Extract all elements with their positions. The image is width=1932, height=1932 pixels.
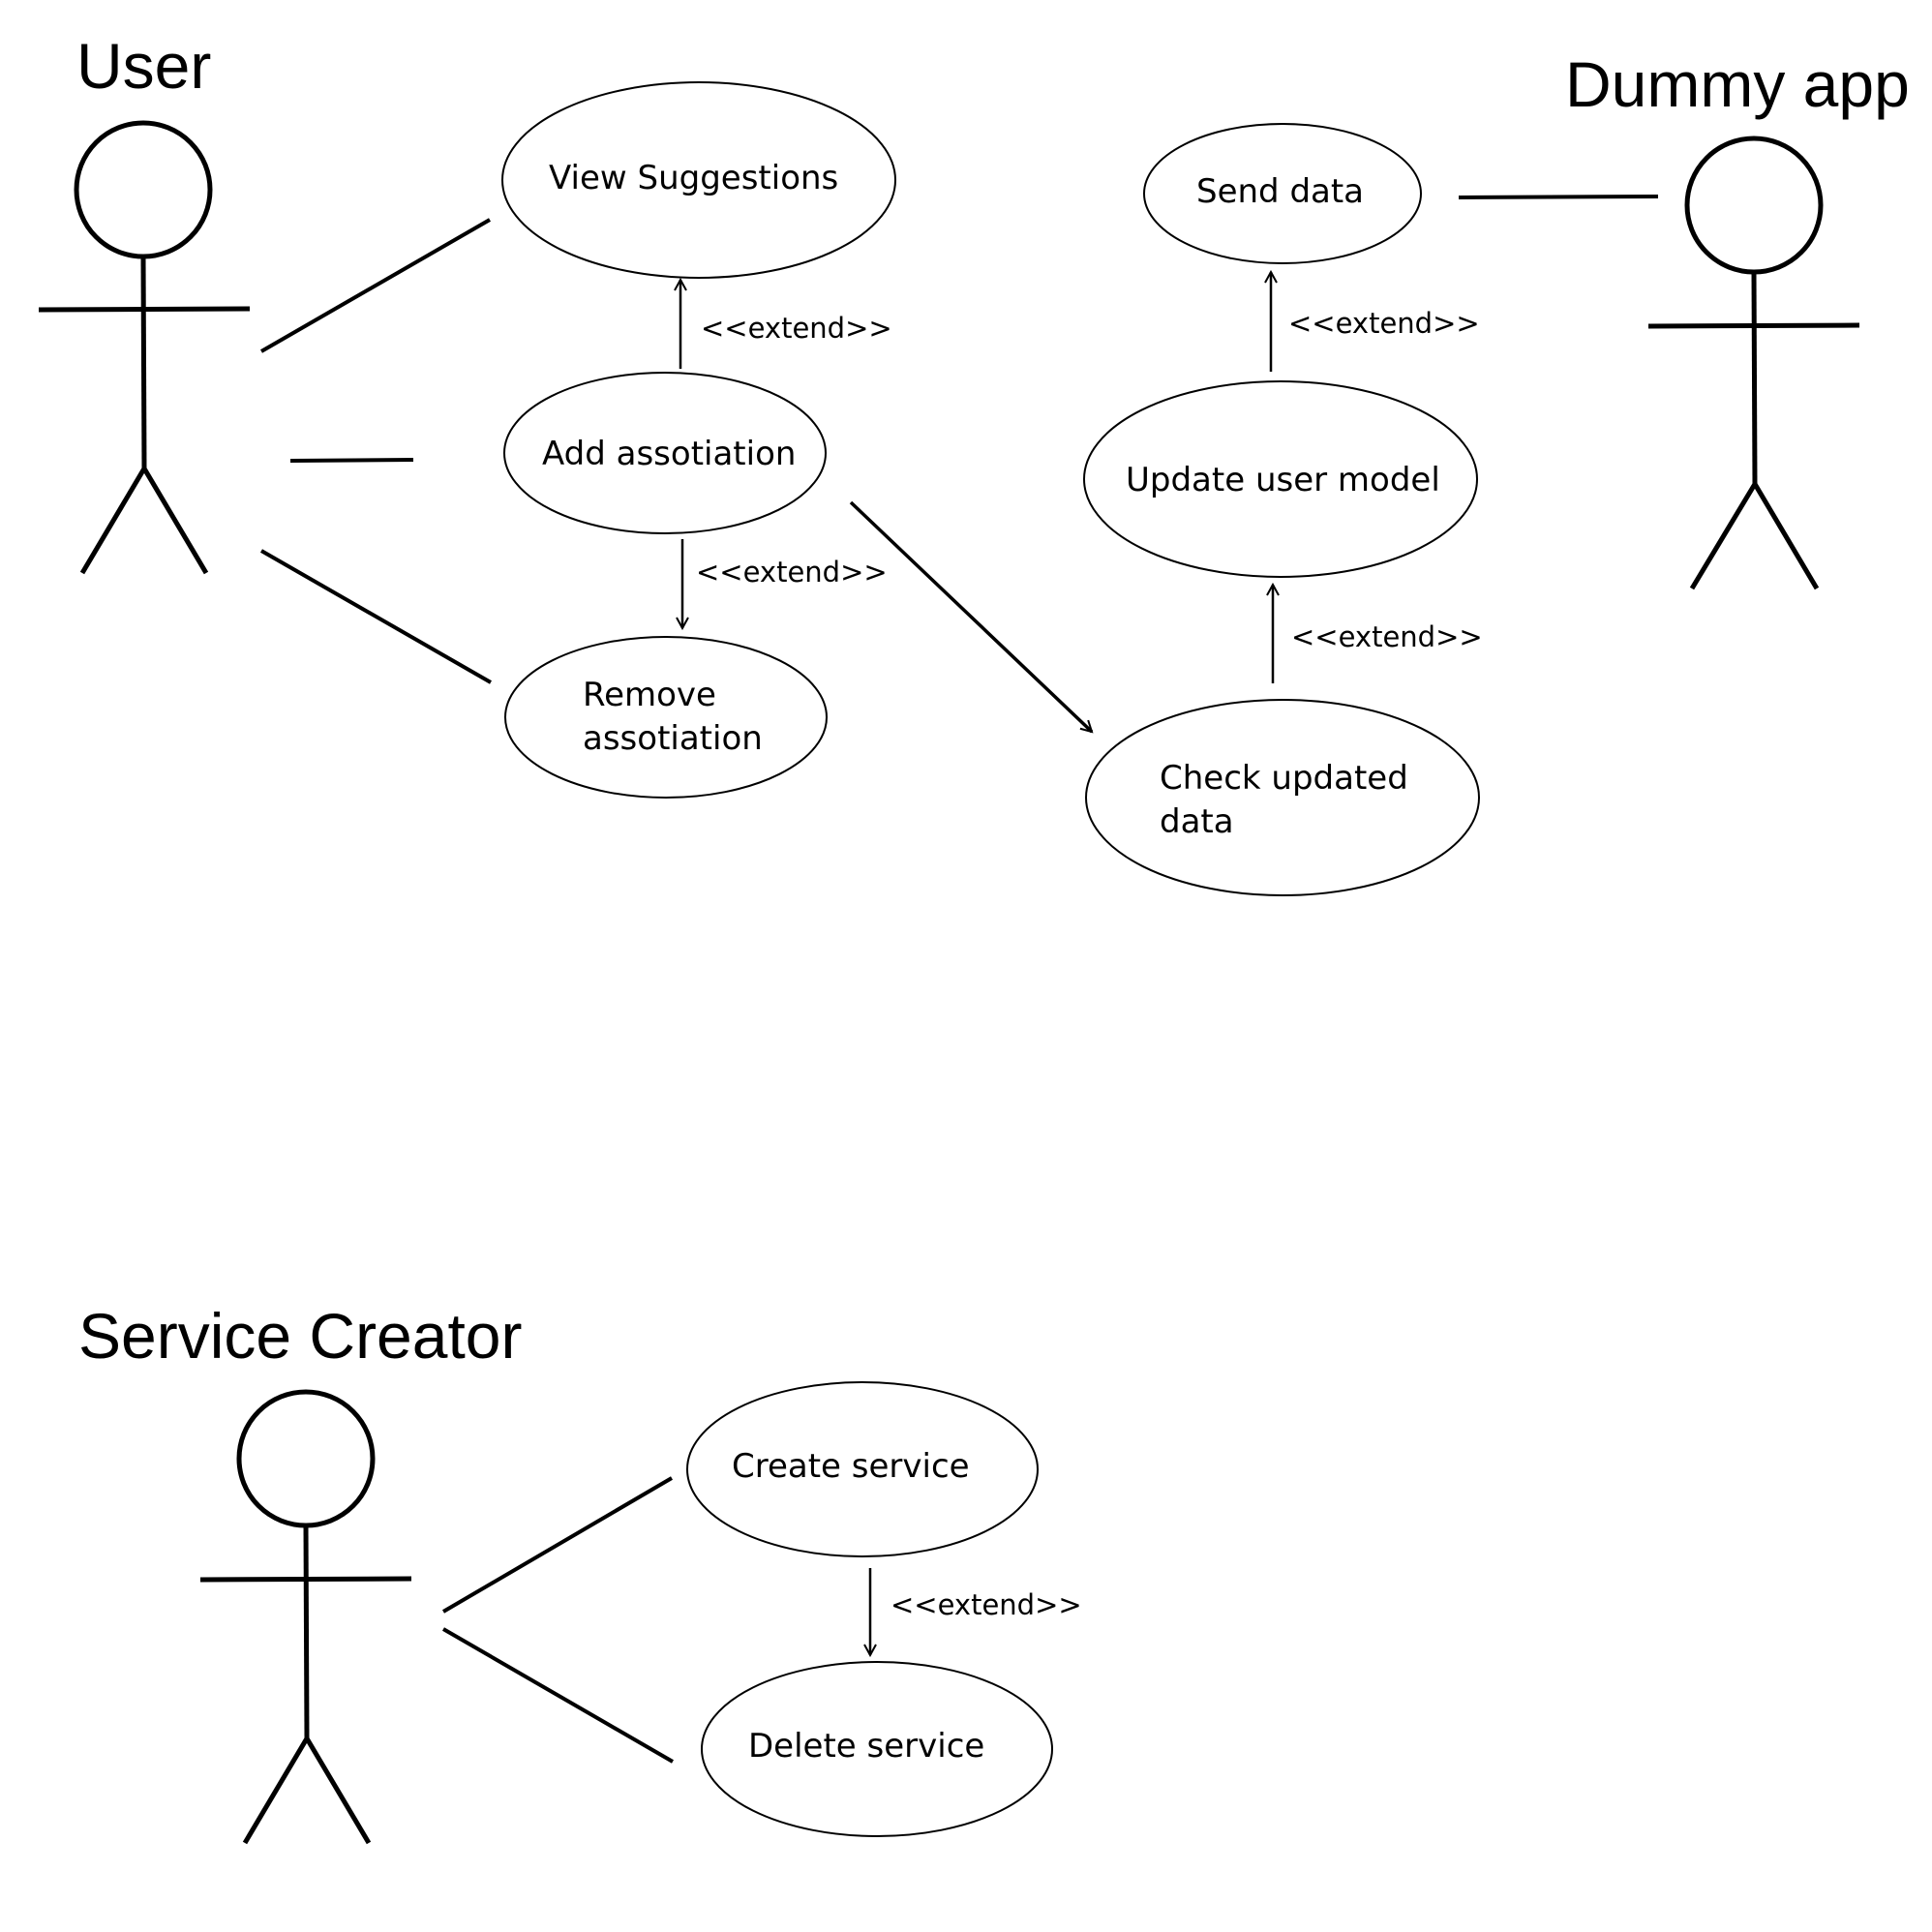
use-case-send-data[interactable]: Send data — [1143, 123, 1422, 264]
actor-dummy-app-left-leg — [1689, 482, 1758, 590]
use-case-label-send-data: Send data — [1196, 172, 1364, 211]
use-case-add-assotiation[interactable]: Add assotiation — [503, 372, 827, 534]
arrow-add-assotiation-to-check-updated-data — [849, 500, 1092, 732]
use-case-label-view-suggestions: View Suggestions — [549, 159, 838, 197]
use-case-shape — [1143, 123, 1422, 264]
use-case-remove-assotiation[interactable]: Remove assotiation — [504, 636, 828, 799]
actor-service-creator-body — [303, 1524, 310, 1739]
extend-label-add-to-view: <<extend>> — [701, 312, 892, 345]
actor-service-creator-right-leg — [304, 1736, 372, 1845]
actor-service-creator-figure[interactable] — [199, 1389, 412, 1845]
actor-user-right-leg — [141, 467, 209, 575]
use-case-shape — [701, 1661, 1053, 1837]
association-user-add-assotiation — [289, 458, 414, 463]
extend-label-update-to-send: <<extend>> — [1288, 307, 1480, 340]
actor-dummy-app-head — [1684, 136, 1824, 275]
use-case-label-check-updated-data-line1: Check updated — [1160, 759, 1408, 798]
use-case-delete-service[interactable]: Delete service — [701, 1661, 1053, 1837]
actor-label-user: User — [76, 30, 211, 102]
actor-user-head — [74, 120, 213, 259]
actor-dummy-app-figure[interactable] — [1647, 136, 1860, 590]
actor-service-creator-head — [236, 1389, 376, 1528]
actor-user-arms — [38, 306, 251, 313]
use-case-label-update-user-model: Update user model — [1126, 461, 1440, 499]
use-case-label-remove-assotiation-line2: assotiation — [583, 719, 763, 758]
use-case-check-updated-data[interactable]: Check updated data — [1085, 699, 1480, 896]
actor-service-creator-arms — [199, 1576, 412, 1583]
use-case-label-create-service: Create service — [732, 1447, 970, 1486]
use-case-shape — [1083, 380, 1478, 578]
use-case-label-remove-assotiation-line1: Remove — [583, 676, 716, 714]
use-case-label-delete-service: Delete service — [748, 1727, 984, 1766]
actor-dummy-app-right-leg — [1752, 482, 1820, 590]
actor-dummy-app-arms — [1647, 322, 1860, 329]
use-case-label-check-updated-data-line2: data — [1160, 802, 1234, 841]
association-service-creator-create-service — [441, 1476, 674, 1614]
use-case-update-user-model[interactable]: Update user model — [1083, 380, 1478, 578]
use-case-view-suggestions[interactable]: View Suggestions — [501, 81, 896, 279]
use-case-shape — [504, 636, 828, 799]
use-case-label-add-assotiation: Add assotiation — [542, 435, 796, 473]
actor-user-left-leg — [79, 467, 147, 575]
association-service-creator-delete-service — [441, 1627, 675, 1764]
extend-label-add-to-remove: <<extend>> — [696, 556, 888, 589]
use-case-shape — [686, 1381, 1039, 1557]
actor-service-creator-left-leg — [242, 1736, 310, 1845]
use-case-create-service[interactable]: Create service — [686, 1381, 1039, 1557]
use-case-shape — [1085, 699, 1480, 896]
actor-label-dummy-app: Dummy app — [1565, 48, 1910, 120]
use-case-shape — [503, 372, 827, 534]
extend-label-check-to-update: <<extend>> — [1291, 620, 1483, 653]
association-send-data-dummy-app — [1458, 195, 1659, 199]
use-case-shape — [501, 81, 896, 279]
extend-label-create-to-delete: <<extend>> — [891, 1588, 1082, 1621]
actor-user-body — [140, 256, 147, 469]
association-user-view-suggestions — [260, 218, 491, 353]
actor-dummy-app-body — [1751, 271, 1758, 485]
actor-label-service-creator: Service Creator — [78, 1300, 523, 1372]
actor-user-figure[interactable] — [38, 120, 251, 575]
association-user-remove-assotiation — [260, 549, 492, 684]
